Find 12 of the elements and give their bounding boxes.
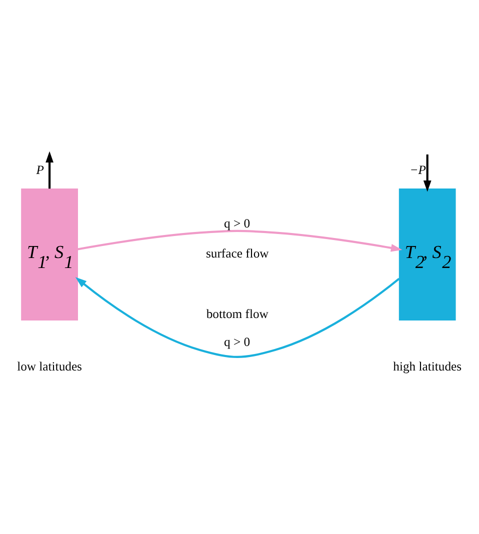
arrow — [423, 154, 432, 192]
arrow — [75, 277, 400, 358]
node-label: high latitudes — [393, 360, 462, 374]
arrow — [46, 151, 54, 189]
label: bottom flow — [206, 306, 268, 321]
edge-label: q > 0 — [224, 216, 250, 230]
edge-label: q > 0 — [224, 335, 250, 350]
label: surface flow — [206, 246, 269, 261]
arrow — [78, 230, 402, 252]
edge-label: P — [36, 162, 44, 177]
edge-label: −P — [410, 162, 426, 177]
node-label: low latitudes — [17, 360, 82, 374]
